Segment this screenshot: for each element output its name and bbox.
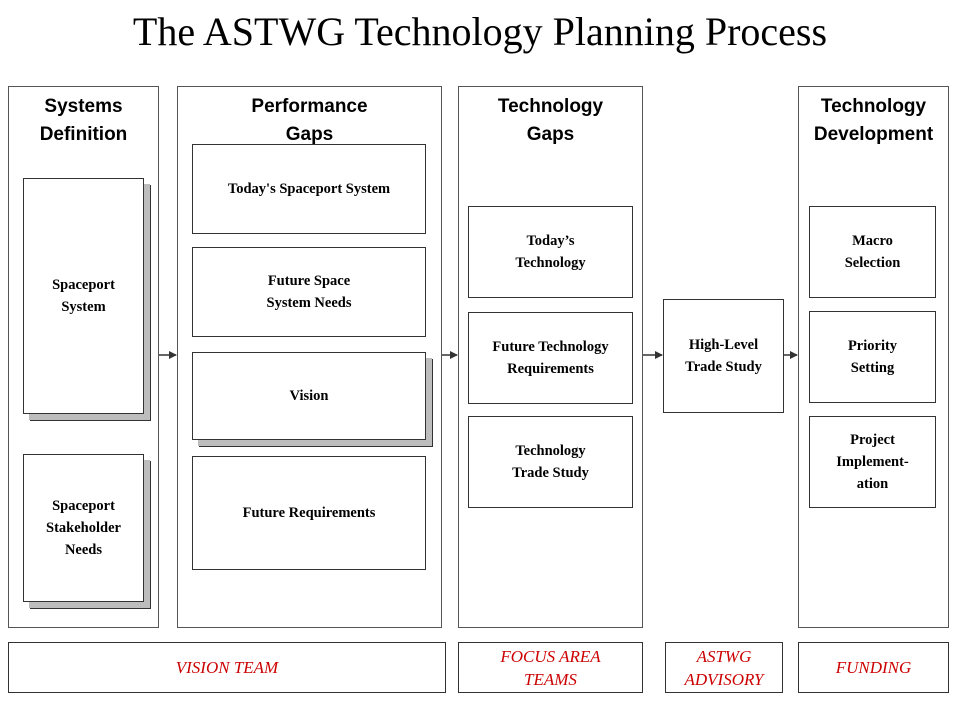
footer-astwg-advisory: ASTWG ADVISORY — [665, 642, 783, 693]
box-macro-selection: Macro Selection — [809, 206, 936, 298]
box-future-technology-requirements: Future Technology Requirements — [468, 312, 633, 404]
column-heading: Technology Development — [813, 96, 934, 145]
column-heading: Technology Gaps — [497, 96, 604, 145]
footer-vision-team: VISION TEAM — [8, 642, 446, 693]
box-spaceport-system: Spaceport System — [23, 178, 144, 414]
box-future-space-system-needs: Future Space System Needs — [192, 247, 426, 337]
column-heading: Systems Definition — [39, 96, 128, 145]
footer-focus-area-teams: FOCUS AREA TEAMS — [458, 642, 643, 693]
box-high-level-trade-study: High-Level Trade Study — [663, 299, 784, 413]
box-future-requirements: Future Requirements — [192, 456, 426, 570]
box-todays-technology: Today’s Technology — [468, 206, 633, 298]
box-stakeholder-needs: Spaceport Stakeholder Needs — [23, 454, 144, 602]
box-project-implementation: Project Implement- ation — [809, 416, 936, 508]
box-vision: Vision — [192, 352, 426, 440]
box-priority-setting: Priority Setting — [809, 311, 936, 403]
column-heading: Performance Gaps — [251, 96, 368, 145]
page-title: The ASTWG Technology Planning Process — [132, 9, 828, 54]
footer-funding: FUNDING — [798, 642, 949, 693]
box-technology-trade-study: Technology Trade Study — [468, 416, 633, 508]
box-todays-spaceport-system: Today's Spaceport System — [192, 144, 426, 234]
